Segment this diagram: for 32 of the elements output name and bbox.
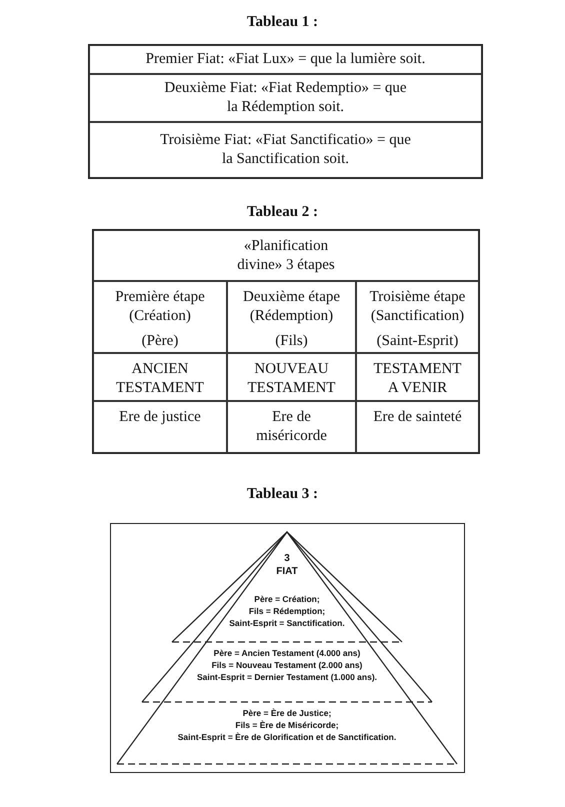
pyramid-text: Fils = Nouveau Testament (2.000 ans) (212, 660, 362, 672)
cell-text: (Fils) (275, 332, 308, 350)
pyramid-text: Père = Ère de Justice; (242, 708, 332, 720)
table-cell: Ere de sainteté (356, 401, 479, 453)
table-cell: Ere de justice (93, 401, 227, 453)
table-cell: TESTAMENT A VENIR (356, 353, 479, 401)
cell-text: (Père) (142, 332, 178, 350)
cell-text: (Saint-Esprit) (376, 332, 458, 350)
table-cell: Troisième Fiat: «Fiat Sanctificatio» = que la Sanctification soit. (89, 122, 482, 178)
table-cell: «Planification divine» 3 étapes (93, 230, 479, 281)
table-cell: Ere de miséricorde (227, 401, 356, 453)
table-title: Tableau 1 : (246, 14, 318, 30)
cell-text: Première étape (Création) (114, 288, 206, 326)
pyramid-text: Fils = Rédemption; (248, 606, 326, 618)
pyramid-text: FIAT (276, 565, 298, 578)
pyramid-text: Fils = Ère de Miséricorde; (235, 720, 339, 732)
table-cell: ANCIEN TESTAMENT (93, 353, 227, 401)
pyramid-text: Père = Création; (254, 594, 320, 606)
table-cell: Premier Fiat: «Fiat Lux» = que la lumière soit. (89, 45, 482, 74)
pyramid-text: Père = Ancien Testament (4.000 ans) (214, 648, 360, 660)
pyramid-level (142, 532, 432, 702)
table-title: Tableau 3 : (246, 486, 318, 502)
table-title: Tableau 2 : (246, 204, 318, 220)
pyramid-text: Saint-Esprit = Sanctification. (229, 618, 345, 630)
table-cell: NOUVEAU TESTAMENT (227, 353, 356, 401)
pyramid-text: 3 (284, 552, 290, 565)
pyramid-text: Saint-Esprit = Ère de Glorification et de Sanctification. (178, 732, 396, 744)
pyramid-text: Saint-Esprit = Dernier Testament (1.000 ans). (196, 672, 378, 684)
pyramid-level (172, 532, 402, 642)
table-cell: Deuxième Fiat: «Fiat Redemptio» = que la Rédemption soit. (89, 74, 482, 122)
cell-text: Deuxième étape (Rédemption) (242, 288, 342, 326)
cell-text: Troisième étape (Sanctification) (368, 288, 466, 326)
